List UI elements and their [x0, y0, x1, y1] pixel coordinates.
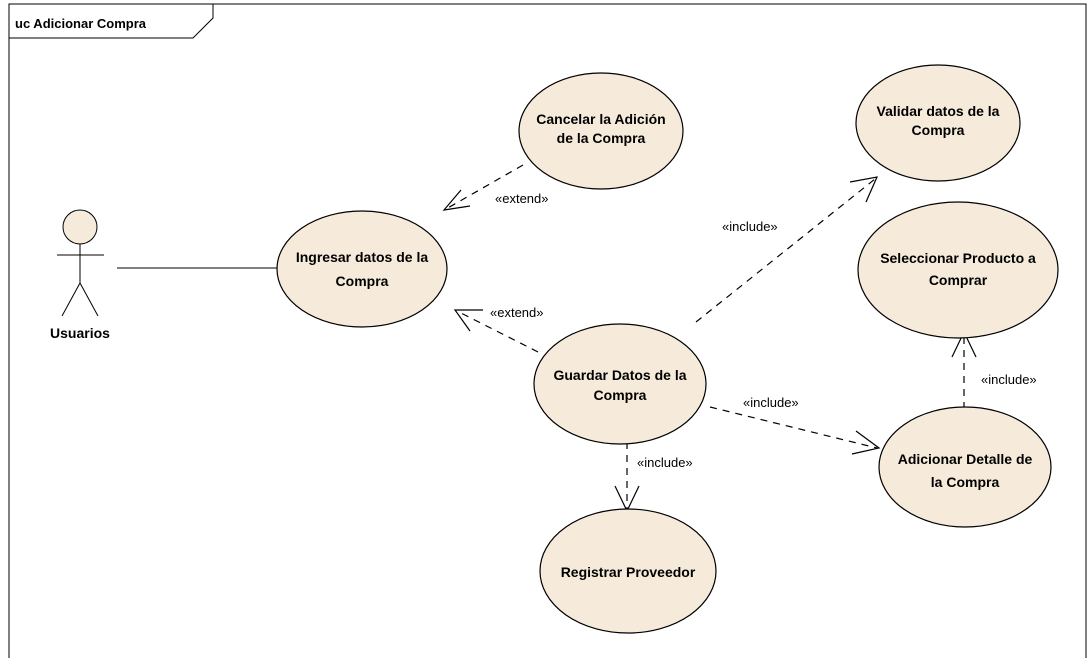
diagram-frame: uc Adicionar Compra — [8, 3, 1087, 658]
usecase-seleccionar-producto[interactable]: Seleccionar Producto a Comprar — [857, 201, 1059, 339]
relation-include-detalle: «include» — [709, 395, 881, 455]
usecase-label: de la Compra — [557, 130, 646, 146]
usecase-label: Compra — [912, 122, 965, 138]
usecase-label: Comprar — [929, 272, 988, 288]
include-label-4: «include» — [981, 372, 1037, 387]
extend-label-1: «extend» — [495, 191, 549, 206]
usecase-label: Ingresar datos de la — [296, 249, 428, 265]
usecase-ingresar-datos[interactable]: Ingresar datos de la Compra — [276, 210, 448, 328]
usecase-validar-datos[interactable]: Validar datos de la Compra — [855, 64, 1021, 182]
arrow-head — [849, 176, 879, 203]
extend-label-2: «extend» — [490, 305, 544, 320]
arrow-head — [851, 430, 881, 455]
actor-right-leg — [79, 282, 99, 317]
include-label-3: «include» — [637, 455, 693, 470]
relation-extend-cancelar: «extend» — [442, 164, 549, 211]
include-label-2: «include» — [743, 395, 799, 410]
actor-head — [62, 209, 98, 245]
actor-left-leg — [61, 282, 81, 317]
usecase-label: Guardar Datos de la — [553, 367, 686, 383]
actor-usuarios[interactable]: Usuarios — [50, 209, 110, 341]
usecase-label: Seleccionar Producto a — [880, 250, 1036, 266]
usecase-label: Registrar Proveedor — [561, 564, 696, 580]
relation-include-seleccionar: «include» — [951, 330, 1037, 409]
usecase-adicionar-detalle[interactable]: Adicionar Detalle de la Compra — [878, 406, 1052, 528]
arrow-head — [442, 189, 471, 211]
relation-include-registrar: «include» — [614, 442, 693, 513]
usecase-label: la Compra — [931, 474, 1000, 490]
usecase-label: Compra — [594, 387, 647, 403]
usecase-label: Adicionar Detalle de — [898, 451, 1033, 467]
frame-title: uc Adicionar Compra — [15, 16, 147, 31]
usecase-registrar-proveedor[interactable]: Registrar Proveedor — [539, 508, 717, 634]
usecase-cancelar-adicion[interactable]: Cancelar la Adición de la Compra — [518, 72, 684, 190]
actor-label: Usuarios — [50, 325, 110, 341]
usecase-label: Compra — [336, 273, 389, 289]
usecase-label: Validar datos de la — [877, 103, 1000, 119]
frame-title-tab — [9, 4, 214, 39]
relation-include-validar: «include» — [695, 176, 879, 323]
usecase-guardar-datos[interactable]: Guardar Datos de la Compra — [533, 323, 707, 445]
arrow-head — [453, 309, 483, 332]
relation-extend-guardar: «extend» — [453, 305, 544, 353]
usecase-label: Cancelar la Adición — [536, 111, 665, 127]
include-label-1: «include» — [722, 219, 778, 234]
